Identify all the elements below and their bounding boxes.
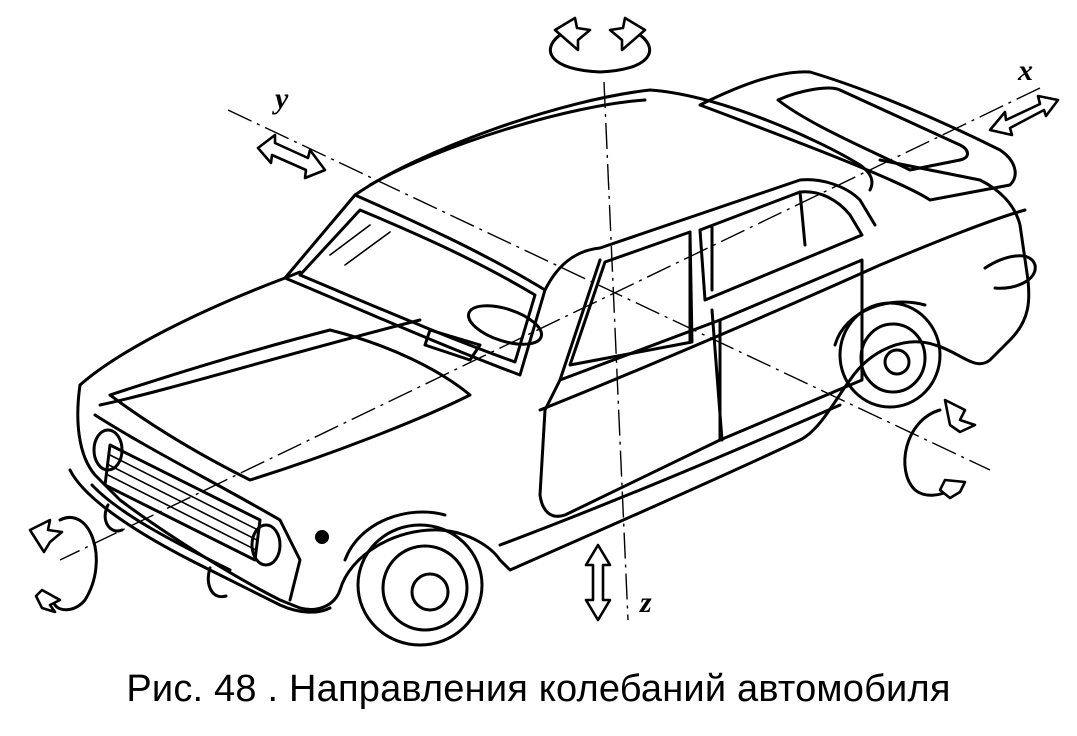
double-arrow-icon (256, 133, 327, 180)
x-axis-line (59, 87, 1041, 561)
double-arrow-icon (988, 94, 1060, 137)
axes (59, 81, 1041, 621)
front-wheel (343, 510, 484, 647)
rotation-arrow-icon (903, 398, 977, 500)
car-illustration (68, 70, 1037, 647)
y-axis-line (227, 109, 991, 471)
z-axis-line (603, 81, 629, 621)
rotation-arrow-icon (28, 516, 98, 614)
figure-caption: Рис. 48 . Направления колебаний автомоби… (126, 668, 951, 710)
rotation-arrow-icon (548, 16, 652, 74)
double-arrow-icon (584, 543, 612, 622)
y-axis-label: y (272, 82, 289, 115)
rear-wheel (833, 300, 942, 409)
x-axis-label: x (1017, 54, 1033, 87)
z-axis-label: z (639, 586, 652, 619)
